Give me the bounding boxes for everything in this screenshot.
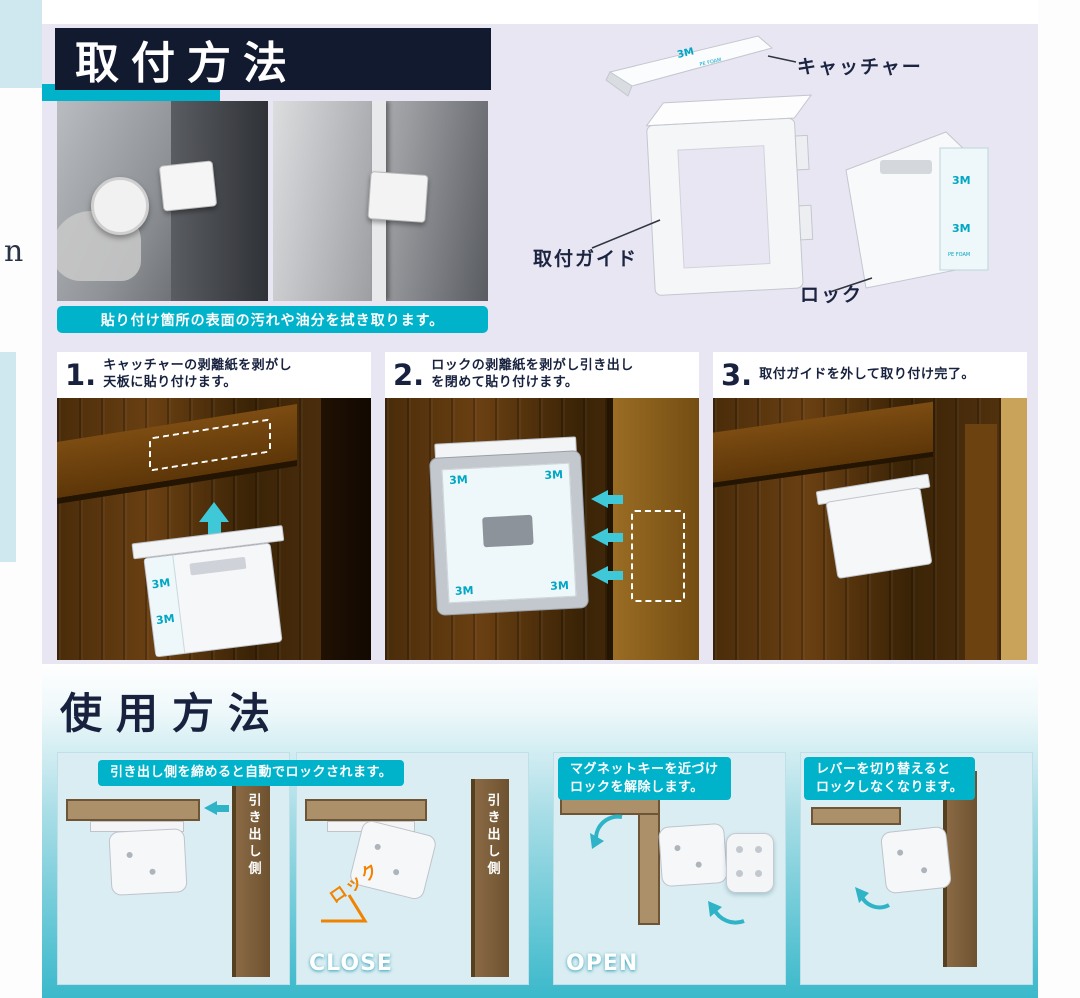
install-photo-2 (273, 101, 488, 301)
usage-title: 使用方法 (60, 689, 285, 738)
close-state-text: CLOSE (309, 951, 393, 976)
auto-lock-caption: 引き出し側を締めると自動でロックされます。 (98, 760, 405, 786)
lock-slot (482, 514, 534, 548)
magnet-key-icon (91, 177, 149, 235)
step-3-header: 3. 取付ガイドを外して取り付け完了。 (713, 352, 1027, 398)
install-title: 取付方法 (75, 38, 299, 89)
step-number: 2. (393, 357, 425, 392)
adhesive-pad: 3M 3M (144, 555, 186, 657)
cabinet-board (66, 799, 200, 821)
caption-line: マグネットキーを近づけ (570, 762, 719, 777)
usage-panel-close: ロック CLOSE 引き出し側 (296, 752, 529, 985)
parts-diagram: 3M PE FOAM 3M 3M PE FOAM (591, 35, 989, 296)
lock-body: 3M 3M (143, 542, 283, 658)
top-board (713, 401, 933, 485)
left-arrow-icon (591, 528, 623, 546)
magnet-caption: マグネットキーを近づけ ロックを解除します。 (558, 757, 731, 801)
lock-unit (367, 171, 429, 223)
step-1-header: 1. キャッチャーの剥離紙を剥がし 天板に貼り付けます。 (57, 352, 371, 398)
step-number: 1. (65, 357, 97, 392)
open-door-edge (1001, 398, 1027, 660)
installed-lock (815, 473, 933, 580)
lock-unit (108, 828, 188, 896)
cropped-edge-letter: n (4, 234, 24, 269)
brand-mark: 3M (544, 468, 564, 483)
drawer-side-board: 引き出し側 (471, 779, 509, 977)
install-header: 取付方法 (55, 28, 491, 90)
step-3-scene (713, 398, 1027, 660)
install-photo-1 (57, 101, 268, 301)
brand-mark: 3M (454, 583, 474, 598)
drawer-side-board: 引き出し側 (232, 779, 270, 977)
brand-mark: 3M (952, 222, 971, 235)
guide-part (645, 94, 814, 296)
cabinet-board-vertical (638, 813, 660, 925)
cabinet-board (811, 807, 901, 825)
step-2-header: 2. ロックの剥離紙を剥がし引き出し を閉めて貼り付けます。 (385, 352, 699, 398)
brand-mark: 3M (150, 576, 171, 592)
caption-line: ロックしなくなります。 (816, 779, 964, 795)
lock-assembly: 3M 3M (131, 524, 285, 658)
lock-body (825, 486, 933, 580)
step-panel-2: 2. ロックの剥離紙を剥がし引き出し を閉めて貼り付けます。 3M 3M 3M … (385, 352, 699, 660)
surface-note: 貼り付け箇所の表面の汚れや油分を拭き取ります。 (57, 306, 488, 333)
brand-mark: 3M (549, 578, 570, 593)
cabinet-frame (965, 424, 997, 660)
drawer-side-label: 引き出し側 (245, 793, 261, 878)
edge-accent (0, 352, 16, 562)
corner-accent (0, 0, 42, 88)
catcher-label: キャッチャー (797, 56, 923, 78)
lock-slot (189, 556, 247, 576)
step-1-scene: 3M 3M (57, 398, 371, 660)
lock-assembly-front: 3M 3M 3M 3M (428, 436, 590, 616)
brand-mark: 3M (155, 611, 176, 628)
step-text: 取付ガイドを外して取り付け完了。 (759, 366, 975, 382)
catcher-part: 3M PE FOAM (605, 35, 797, 97)
step-panel-1: 1. キャッチャーの剥離紙を剥がし 天板に貼り付けます。 3M 3M (57, 352, 371, 660)
left-arrow-icon (591, 490, 623, 508)
step-text: ロックの剥離紙を剥がし引き出し (431, 358, 634, 374)
magnet-key-icon (726, 833, 774, 893)
pad-mark: PE FOAM (699, 57, 722, 68)
rotate-arrow-icon (590, 814, 623, 849)
guide-label: 取付ガイド (533, 248, 639, 270)
step-text: 天板に貼り付けます。 (103, 375, 237, 390)
brand-mark: 3M (448, 473, 469, 488)
step-panel-3: 3. 取付ガイドを外して取り付け完了。 (713, 352, 1027, 660)
brand-mark: 3M (952, 174, 971, 187)
cabinet-opening (321, 398, 371, 660)
step-text: キャッチャーの剥離紙を剥がし (103, 358, 293, 374)
step-text: を閉めて貼り付けます。 (431, 375, 579, 390)
lever-arrow-icon (855, 887, 890, 910)
lock-part: 3M 3M PE FOAM (829, 131, 989, 293)
placement-dashed-outline (631, 510, 685, 602)
close-arrow-icon (204, 801, 229, 815)
caption-line: ロックを解除します。 (570, 779, 704, 795)
pad-mark: PE FOAM (948, 252, 970, 258)
step-2-scene: 3M 3M 3M 3M (385, 398, 699, 660)
drawer-side-label: 引き出し側 (484, 793, 500, 878)
key-arrow-icon (708, 901, 745, 925)
brand-mark: 3M (676, 46, 695, 61)
caption-line: レバーを切り替えると (816, 762, 951, 777)
lock-unit (158, 160, 218, 212)
lever-caption: レバーを切り替えると ロックしなくなります。 (804, 757, 976, 801)
left-arrow-icon (591, 566, 623, 584)
open-state-text: OPEN (566, 951, 639, 976)
step-number: 3. (721, 357, 753, 392)
lock-label: ロック (800, 284, 864, 306)
cabinet-board (305, 799, 427, 821)
lock-unit (657, 822, 729, 888)
usage-panel-locked: 引き出し側 (57, 752, 290, 985)
lock-triangle-icon (321, 894, 368, 923)
right-margin (1038, 0, 1080, 998)
